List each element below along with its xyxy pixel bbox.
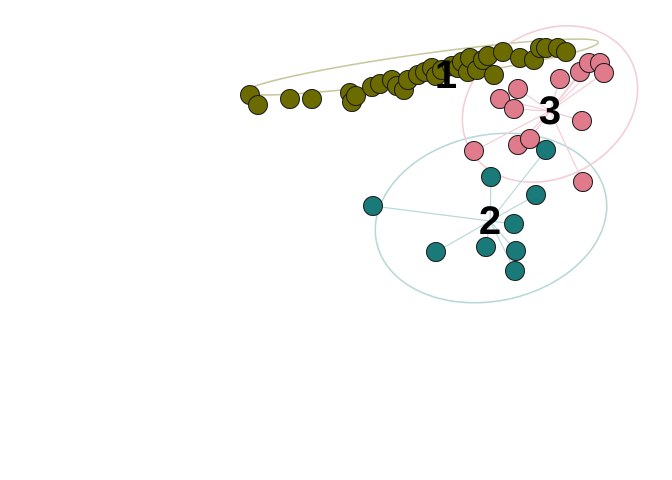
cluster-2-point-2	[476, 237, 496, 257]
cluster-3-edge-12	[549, 72, 605, 112]
cluster-3-point-8	[573, 172, 593, 192]
cluster-3-point-0	[464, 141, 484, 161]
cluster-1-point-3	[302, 89, 322, 109]
cluster-1-point-1	[248, 95, 268, 115]
cluster-2-point-1	[426, 242, 446, 262]
cluster-1-point-2	[280, 89, 300, 109]
cluster-2-point-3	[481, 167, 501, 187]
cluster-1-point-6	[346, 86, 366, 106]
cluster-2-point-8	[536, 140, 556, 160]
cluster-2-label: 2	[479, 199, 501, 243]
cluster-3-label: 3	[539, 89, 561, 133]
cluster-3-point-7	[572, 111, 592, 131]
cluster-3-point-2	[504, 99, 524, 119]
cluster-3-point-6	[550, 69, 570, 89]
cluster-2-ellipse	[374, 132, 608, 304]
cluster-1-label: 1	[435, 53, 457, 97]
cluster-3-point-12	[594, 63, 614, 83]
cluster-1-point-33	[556, 42, 576, 62]
cluster-2-point-6	[505, 261, 525, 281]
cluster-2-point-4	[504, 214, 524, 234]
cluster-2-point-0	[363, 196, 383, 216]
cluster-2-edge-1	[435, 220, 491, 253]
cluster-1-point-26	[484, 65, 504, 85]
cluster-3-point-5	[520, 129, 540, 149]
cluster-2-point-5	[506, 241, 526, 261]
cluster-ellipses	[244, 25, 639, 304]
cluster-3-point-3	[508, 79, 528, 99]
cluster-points	[240, 38, 614, 281]
cluster-3-edge-0	[473, 110, 551, 152]
cluster-2-point-7	[526, 185, 546, 205]
cluster-3-edge-8	[549, 110, 584, 183]
cluster-2-edge-0	[372, 205, 491, 222]
cluster-labels: 1 2 3	[435, 53, 561, 243]
cluster-1-point-27	[493, 42, 513, 62]
cluster-3-point-1	[490, 89, 510, 109]
cluster-2-edge-8	[489, 149, 547, 222]
